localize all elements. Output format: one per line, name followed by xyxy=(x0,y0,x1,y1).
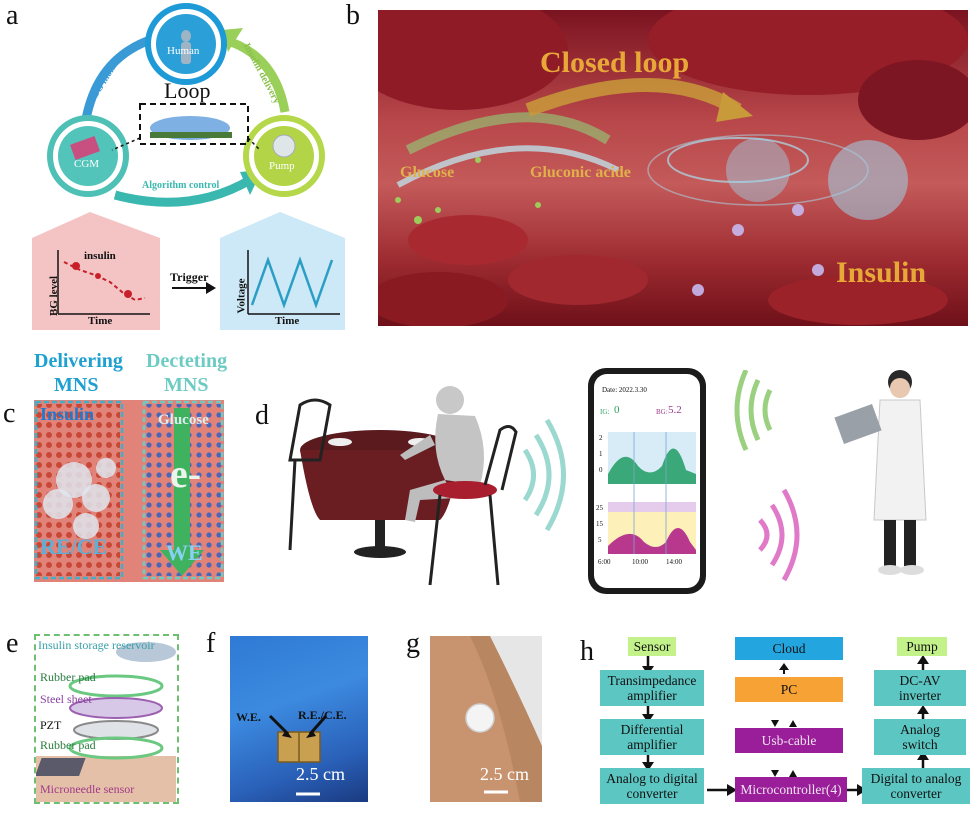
doctor-and-signals xyxy=(734,370,927,582)
blood-vessel-render xyxy=(378,10,968,326)
scale-bar-label-g: 2.5 cm xyxy=(480,764,529,784)
smartphone: Date: 2022.3.30 IG: 0 BG: 5.2 2 1 0 25 1… xyxy=(588,368,706,594)
panel-letter-c: c xyxy=(3,398,16,429)
analog-to-digital-converter-box: Analog to digital converter xyxy=(600,768,704,804)
right-time-axis-label: Time xyxy=(275,315,300,327)
insulin-label-b: Insulin xyxy=(836,256,927,289)
panel-e-frame xyxy=(34,634,179,804)
ig-value: 0 xyxy=(614,404,620,416)
digital-to-analog-converter-box: Digital to analog converter xyxy=(862,768,970,804)
dining-scene-illustration xyxy=(288,386,566,586)
panel-letter-g: g xyxy=(406,628,420,659)
layer-rubber-pad-bottom: Rubber pad xyxy=(40,738,96,752)
gloved-hands-photo xyxy=(230,636,368,802)
human-label: Human xyxy=(167,45,200,57)
delivering-mns-label: MNS xyxy=(54,374,99,396)
arm-patch-photo xyxy=(430,636,542,802)
phone-charts xyxy=(608,432,696,554)
insulin-annotation: insulin xyxy=(84,250,116,262)
algorithm-control-arrow xyxy=(113,176,253,207)
loop-title: Loop xyxy=(164,78,211,103)
y-tick-bottom-1: 15 xyxy=(596,520,603,528)
microneedle-array-illustration xyxy=(34,400,224,582)
y-tick-top-0: 2 xyxy=(599,434,603,442)
loop-diagram xyxy=(32,3,345,330)
pc-box: PC xyxy=(735,677,843,702)
bg-level-axis-label: BG level xyxy=(48,275,61,317)
pump-label: Pump xyxy=(269,160,295,172)
phone-screen: Date: 2022.3.30 IG: 0 BG: 5.2 2 1 0 25 1… xyxy=(594,374,700,588)
y-tick-bottom-2: 5 xyxy=(598,536,602,544)
layer-rubber-pad-top: Rubber pad xyxy=(40,670,96,684)
re-ce-label: RE/CE xyxy=(40,534,108,559)
layer-pzt: PZT xyxy=(40,718,62,732)
we-label-f: W.E. xyxy=(236,710,261,724)
insulin-label-c: Insulin xyxy=(40,404,95,424)
glucose-label-c: Glucose xyxy=(158,412,209,428)
x-tick-1: 10:00 xyxy=(632,558,648,566)
ig-label: IG: xyxy=(600,408,610,416)
cgm-label: CGM xyxy=(74,158,100,170)
electron-label: e- xyxy=(170,451,202,496)
left-time-axis-label: Time xyxy=(88,315,113,327)
cloud-box: Cloud xyxy=(735,637,843,660)
arm-patch-render xyxy=(430,636,542,802)
we-label: WE xyxy=(166,540,203,565)
gluconic-acid-label: Gluconic acide xyxy=(530,164,631,181)
y-tick-top-2: 0 xyxy=(599,466,603,474)
layer-insulin-storage-reservoir: Insulin storage reservoir xyxy=(38,638,155,652)
panel-letter-e: e xyxy=(6,628,19,659)
scale-bar-label-f: 2.5 cm xyxy=(296,764,345,784)
panel-letter-d: d xyxy=(255,400,269,431)
transimpedance-amplifier-box: Transimpedance amplifier xyxy=(600,670,704,706)
sensor-box: Sensor xyxy=(628,637,676,656)
microcontroller-box: Microcontroller(4) xyxy=(735,777,847,802)
y-tick-top-1: 1 xyxy=(599,450,603,458)
pump-box: Pump xyxy=(897,637,947,656)
closed-loop-label: Closed loop xyxy=(540,46,690,79)
bg-value: 5.2 xyxy=(668,404,682,416)
phone-date: Date: 2022.3.30 xyxy=(602,386,647,394)
differential-amplifier-box: Differential amplifier xyxy=(600,719,704,755)
microneedle-array-render xyxy=(34,400,224,580)
bg-monitor-arrow xyxy=(80,35,152,126)
glucose-label: Glucose xyxy=(400,164,455,181)
layer-steel-sheet: Steel sheet xyxy=(40,692,92,706)
panel-letter-h: h xyxy=(580,636,594,667)
bg-label: BG: xyxy=(656,408,668,416)
device-exploded-view xyxy=(36,642,176,802)
panel-letter-b: b xyxy=(346,0,360,31)
insulin-delivery-arrow xyxy=(223,35,290,113)
voltage-axis-label: Voltage xyxy=(235,278,248,314)
gloved-hands-render xyxy=(268,714,328,796)
x-tick-0: 6:00 xyxy=(598,558,611,566)
blood-vessel-illustration xyxy=(378,10,968,326)
panel-letter-f: f xyxy=(206,628,216,659)
detecting-mns-label: MNS xyxy=(164,374,209,396)
rece-label-f: R.E./C.E. xyxy=(298,708,347,722)
usb-cable-box: Usb-cable xyxy=(735,728,843,753)
detecting-label: Decteting xyxy=(146,350,228,372)
delivering-label: Delivering xyxy=(34,350,123,372)
algorithm-control-label: Algorithm control xyxy=(142,180,220,191)
layer-microneedle-sensor: Microneedle sensor xyxy=(40,782,135,796)
y-tick-bottom-0: 25 xyxy=(596,504,603,512)
panel-letter-a: a xyxy=(6,0,19,31)
analog-switch-box: Analog switch xyxy=(874,719,966,755)
dc-av-inverter-box: DC-AV inverter xyxy=(874,670,966,706)
flowchart-arrows xyxy=(642,654,929,796)
trigger-label: Trigger xyxy=(170,270,209,284)
x-tick-2: 14:00 xyxy=(666,558,682,566)
